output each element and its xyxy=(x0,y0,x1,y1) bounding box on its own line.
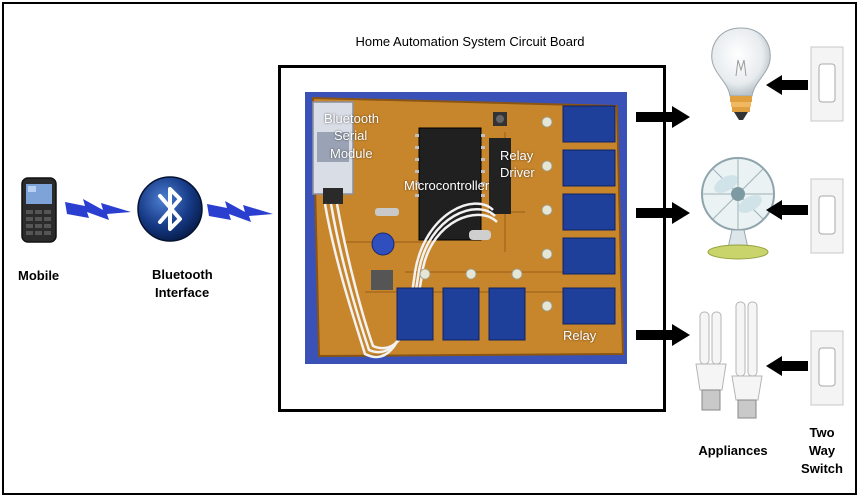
light-bulb-icon xyxy=(711,27,771,120)
bluetooth-interface-label-line1: Bluetooth xyxy=(152,267,213,282)
two-way-switch-label-line2: Way xyxy=(808,443,836,458)
appliances-label: Appliances xyxy=(698,443,768,458)
relay-driver-label-line2: Driver xyxy=(500,165,535,180)
two-way-switch-label-line1: Two xyxy=(809,425,835,440)
arrow-to-cfl xyxy=(636,324,690,346)
bluetooth-interface-label-line2: Interface xyxy=(155,285,210,300)
arrow-to-bulb xyxy=(636,106,690,128)
circuit-board-frame xyxy=(278,65,666,412)
relay-driver-label-line1: Relay xyxy=(500,148,534,163)
outer-border xyxy=(2,2,857,495)
circuit-board-image xyxy=(305,92,627,364)
arrow-from-switch-2 xyxy=(766,200,808,220)
wireless-signal-icon xyxy=(207,201,273,222)
wall-switch-icon xyxy=(810,178,844,254)
mobile-label: Mobile xyxy=(18,268,60,283)
bluetooth-icon xyxy=(137,176,203,242)
wall-switch-icon xyxy=(810,46,844,122)
arrow-from-switch-3 xyxy=(766,356,808,376)
bluetooth-module-label-line2: Serial xyxy=(334,128,368,143)
diagram-title: Home Automation System Circuit Board xyxy=(355,34,585,49)
bluetooth-module-label-line1: Bluetooth xyxy=(324,111,379,126)
bluetooth-module-label-line3: Module xyxy=(330,146,373,161)
two-way-switch-label-line3: Switch xyxy=(801,461,843,476)
microcontroller-label: Microcontroller xyxy=(404,178,490,193)
relay-label: Relay xyxy=(563,328,597,343)
arrow-to-fan xyxy=(636,202,690,224)
wall-switch-icon xyxy=(810,330,844,406)
mobile-phone-icon xyxy=(21,177,57,243)
wireless-signal-icon xyxy=(65,199,131,220)
cfl-lamp-icon xyxy=(695,301,763,419)
arrow-from-switch-1 xyxy=(766,75,808,95)
fan-icon xyxy=(701,157,775,260)
